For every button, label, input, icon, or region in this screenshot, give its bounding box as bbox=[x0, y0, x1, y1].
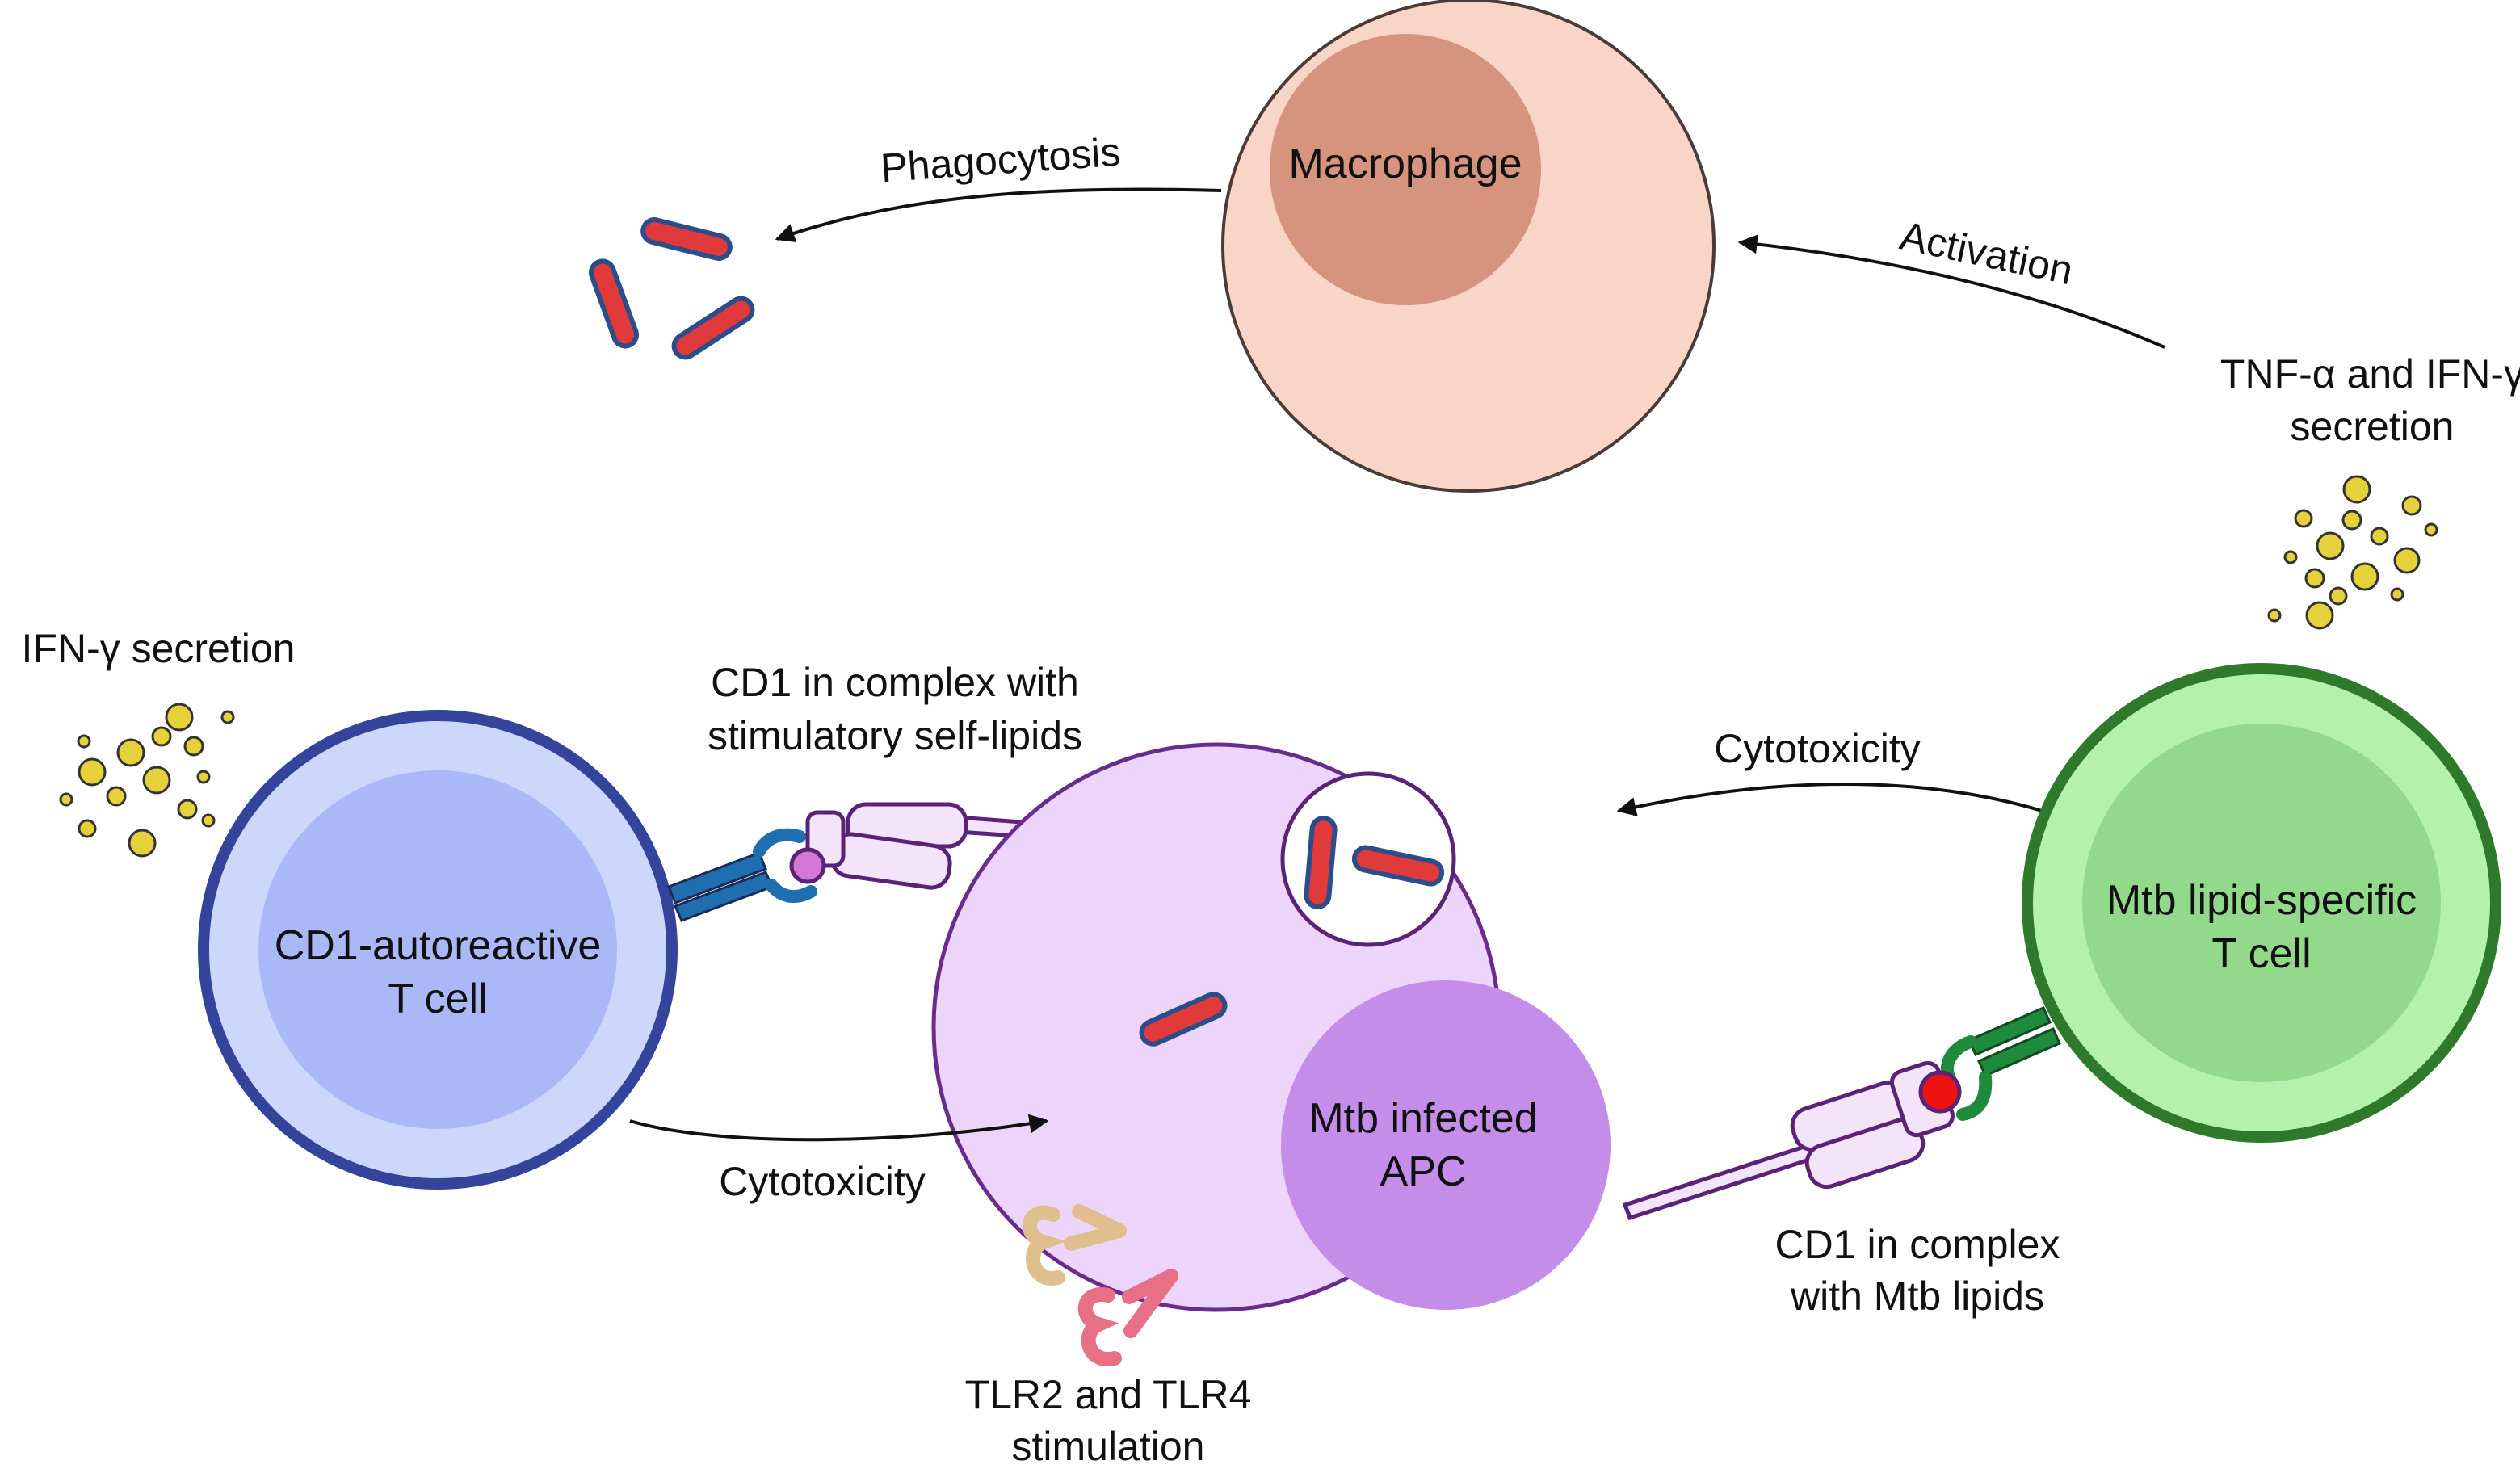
cd1-self-label-line1: CD1 in complex with bbox=[711, 660, 1079, 705]
cytokine bbox=[142, 766, 171, 795]
tlr-label-line1: TLR2 and TLR4 bbox=[965, 1372, 1252, 1417]
mtb-lipid bbox=[1918, 1070, 1962, 1114]
mtb-tcell-label-line2: T cell bbox=[2211, 930, 2311, 977]
cytokine bbox=[78, 757, 107, 787]
tlr4-receptor bbox=[1077, 1269, 1178, 1366]
cytokine bbox=[165, 703, 194, 732]
cytokine bbox=[2370, 527, 2389, 546]
activation-arrow bbox=[1737, 234, 2165, 349]
autoreactive-nucleus bbox=[258, 770, 617, 1129]
ifn-secretion-label: IFN-γ secretion bbox=[22, 626, 296, 671]
cytokine bbox=[196, 770, 211, 784]
tcr-stalk bbox=[667, 851, 767, 904]
cytokine bbox=[2393, 547, 2421, 574]
bacterium bbox=[1304, 816, 1338, 909]
tlr2-horseshoe bbox=[1023, 1205, 1068, 1286]
mtb-tcell-nucleus bbox=[2082, 724, 2441, 1082]
cytokine bbox=[2350, 562, 2379, 591]
cd1-autoreactive-t-cell: CD1-autoreactive T cell bbox=[198, 710, 678, 1190]
cytokine bbox=[2305, 601, 2334, 630]
cytokine bbox=[2342, 510, 2362, 531]
phagocytosis-arrow bbox=[775, 187, 1222, 243]
bacterium bbox=[671, 296, 755, 360]
mtb-infected-apc: Mtb infected APC bbox=[931, 742, 1611, 1312]
tlr2-stalk bbox=[1064, 1223, 1127, 1251]
tnf-secretion-label-line1: TNF-α and IFN-γ bbox=[2220, 351, 2520, 397]
tcr-arm bbox=[1956, 1071, 1993, 1121]
cytokine bbox=[2424, 522, 2438, 537]
cd1-mtb-complex bbox=[1622, 1060, 1962, 1221]
cytokine bbox=[2329, 586, 2348, 606]
tlr4-horseshoe bbox=[1077, 1286, 1122, 1366]
mtb-lipid-specific-t-cell: Mtb lipid-specific T cell bbox=[2022, 663, 2501, 1143]
cytokine-cluster-right bbox=[2267, 475, 2438, 630]
mtb-tcell-label-line1: Mtb lipid-specific bbox=[2106, 877, 2417, 924]
autoreactive-label-line2: T cell bbox=[388, 976, 487, 1022]
cytokine bbox=[77, 734, 91, 749]
apc-label-line1: Mtb infected bbox=[1308, 1095, 1537, 1142]
cd1-mtb-label-line2: with Mtb lipids bbox=[1790, 1274, 2044, 1319]
apc-nucleus bbox=[1281, 980, 1611, 1310]
tnf-secretion-label-line2: secretion bbox=[2291, 404, 2455, 449]
cytokine bbox=[2283, 550, 2298, 564]
cytokine-cluster-left bbox=[59, 703, 235, 858]
bacterium bbox=[1139, 992, 1228, 1047]
tlr2-receptor bbox=[1023, 1204, 1127, 1286]
phagocytosis-label: Phagocytosis bbox=[880, 129, 1123, 191]
cytokine bbox=[2304, 568, 2325, 589]
activation-label: Activation bbox=[1896, 212, 2077, 293]
cytokine bbox=[183, 736, 204, 757]
cytokine bbox=[106, 786, 127, 807]
cytokine bbox=[116, 738, 145, 767]
cytotoxicity-arrow-top bbox=[1616, 783, 2043, 816]
self-lipid bbox=[789, 847, 826, 884]
cytokine bbox=[151, 726, 172, 747]
macrophage-cell: Macrophage bbox=[1221, 0, 1716, 493]
cytokine bbox=[59, 792, 74, 807]
phagocytosed-bacteria bbox=[588, 217, 755, 360]
tcr-autoreactive bbox=[667, 828, 817, 922]
cytokine bbox=[2390, 587, 2404, 602]
cytokine bbox=[2267, 608, 2282, 623]
tlr4-stalk bbox=[1124, 1269, 1178, 1338]
cytokine bbox=[2342, 475, 2371, 504]
cd1-mtb-label-line1: CD1 in complex bbox=[1775, 1222, 2060, 1267]
tcr-mtb-specific bbox=[1940, 1006, 2061, 1121]
bacterium bbox=[1351, 845, 1445, 887]
autoreactive-label-line1: CD1-autoreactive bbox=[275, 922, 602, 969]
cd1-stalk bbox=[1622, 1142, 1817, 1221]
bacterium bbox=[640, 217, 733, 261]
cytotoxicity-label-top: Cytotoxicity bbox=[1714, 726, 1921, 771]
cytokine bbox=[177, 799, 198, 820]
tcr-arm bbox=[765, 879, 817, 904]
bacterium bbox=[588, 258, 640, 349]
macrophage-nucleus bbox=[1270, 34, 1541, 305]
tcr-stalk bbox=[1977, 1027, 2061, 1077]
cytokine bbox=[128, 829, 157, 858]
cytokine bbox=[220, 710, 235, 724]
apc-label-line2: APC bbox=[1380, 1148, 1467, 1195]
cd1-self-label-line2: stimulatory self-lipids bbox=[708, 713, 1082, 758]
cytotoxicity-arrow-bottom bbox=[629, 1114, 1049, 1142]
tcr-arm bbox=[753, 828, 806, 858]
cytokine bbox=[201, 813, 216, 828]
cytokine bbox=[78, 819, 97, 838]
cytokine bbox=[2316, 531, 2345, 560]
cytokine bbox=[2294, 509, 2313, 528]
tlr-label-line2: stimulation bbox=[1012, 1424, 1205, 1469]
cytokine bbox=[2401, 495, 2422, 516]
cytotoxicity-label-bottom: Cytotoxicity bbox=[719, 1159, 926, 1204]
macrophage-label: Macrophage bbox=[1288, 141, 1522, 187]
